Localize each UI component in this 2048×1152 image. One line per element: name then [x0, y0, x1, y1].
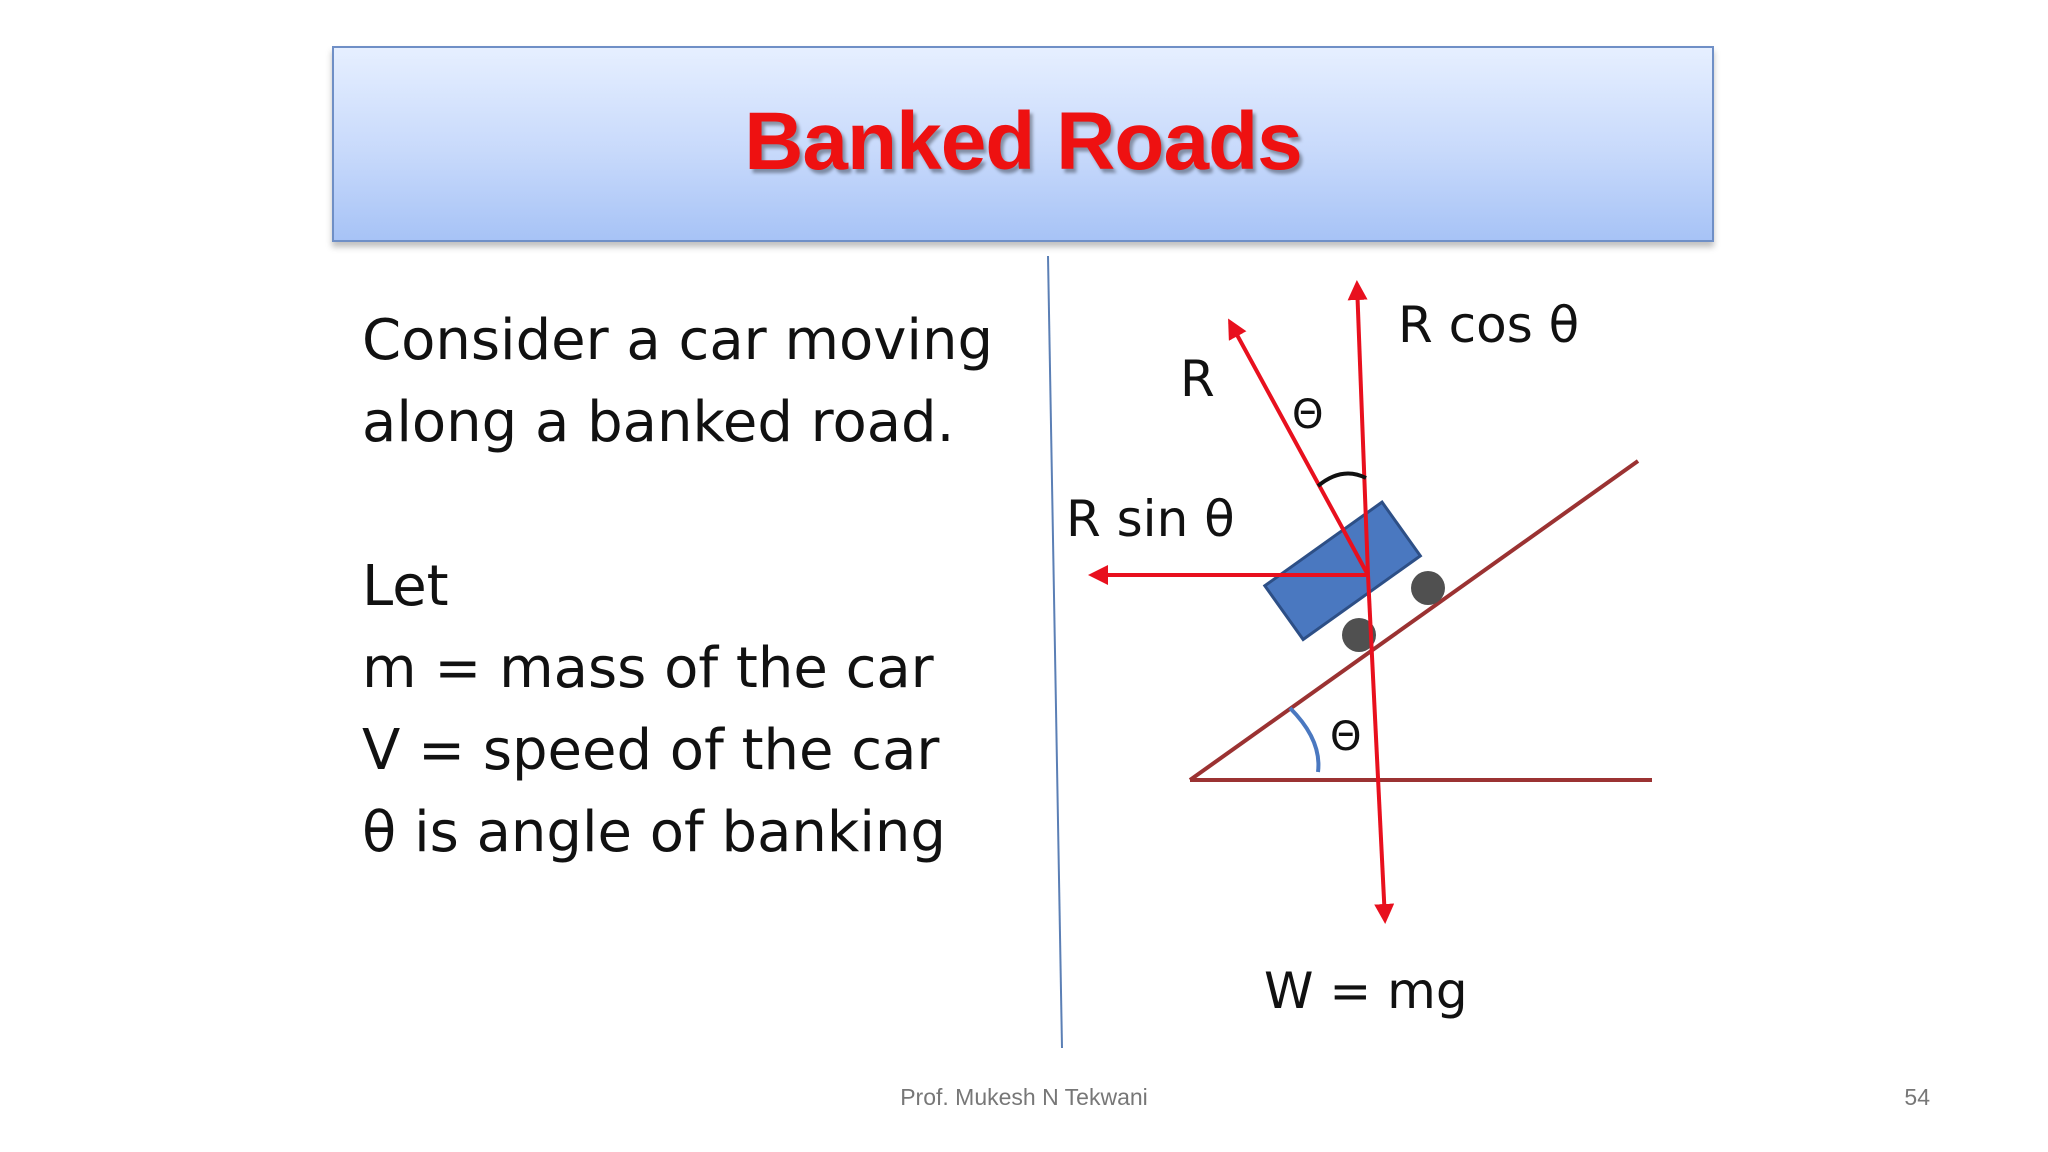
r-label: R	[1180, 350, 1215, 408]
body-line: along a banked road.	[362, 390, 955, 455]
r-cos-label: R cos θ	[1398, 296, 1580, 354]
incline-line	[1188, 459, 1640, 782]
title-banner: Banked Roads	[332, 46, 1714, 242]
car-wheel-rear	[1342, 618, 1376, 652]
r-arrow	[1228, 318, 1370, 576]
banking-angle-arc	[1288, 706, 1321, 773]
car-wheel-front	[1411, 571, 1445, 605]
r-sin-label: R sin θ	[1066, 490, 1235, 548]
footer-author: Prof. Mukesh N Tekwani	[900, 1084, 1148, 1110]
body-text: Consider a car moving along a banked roa…	[362, 300, 1042, 874]
slide-title: Banked Roads	[744, 96, 1303, 187]
theta-arc-top	[1316, 471, 1367, 488]
theta-top-label: Θ	[1292, 392, 1324, 438]
page-number: 54	[1904, 1084, 1930, 1110]
body-line: Let	[362, 554, 449, 619]
weight-label: W = mg	[1264, 962, 1468, 1020]
body-line: m = mass of the car	[362, 636, 934, 701]
weight-arrow	[1366, 574, 1395, 924]
body-line: θ is angle of banking	[362, 800, 946, 865]
car-body	[1262, 500, 1423, 642]
body-line: Consider a car moving	[362, 308, 994, 373]
r-cos-arrow	[1347, 280, 1370, 576]
car	[1262, 500, 1423, 642]
theta-bottom-label: Θ	[1330, 714, 1362, 760]
body-line: V = speed of the car	[362, 718, 940, 783]
